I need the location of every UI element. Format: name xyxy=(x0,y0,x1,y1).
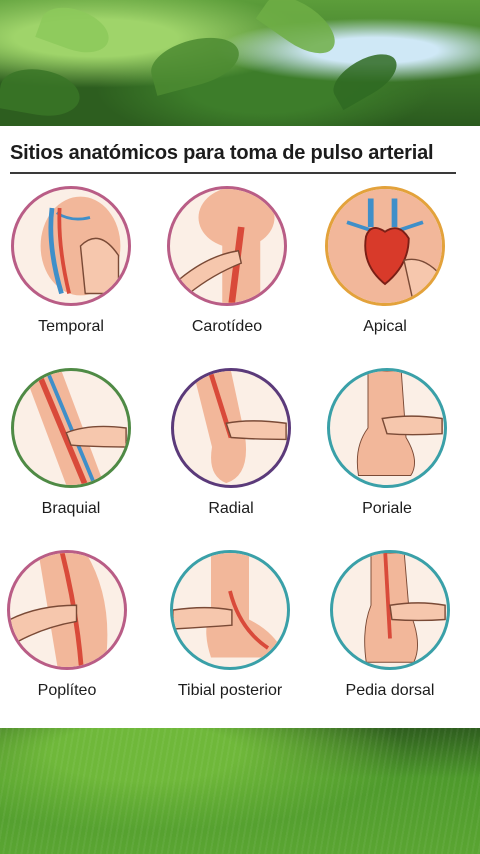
popliteal-pulse-icon xyxy=(7,550,127,670)
apical-pulse-icon xyxy=(325,186,445,306)
site-radial[interactable]: Radial xyxy=(156,368,306,518)
site-poriale[interactable]: Poriale xyxy=(312,368,462,518)
foliage-background-top xyxy=(0,0,480,126)
grass-background-bottom xyxy=(0,728,480,854)
radial-pulse-icon xyxy=(171,368,291,488)
site-tibial-posterior[interactable]: Tibial posterior xyxy=(155,550,305,700)
site-label: Braquial xyxy=(41,500,101,517)
tibial-posterior-pulse-icon xyxy=(170,550,290,670)
site-apical[interactable]: Apical xyxy=(310,186,460,336)
site-dorsalis-pedis[interactable]: Pedia dorsal xyxy=(315,550,465,700)
site-carotid[interactable]: Carotídeo xyxy=(152,186,302,336)
site-label: Radial xyxy=(208,500,254,517)
poriale-pulse-icon xyxy=(327,368,447,488)
site-label: Poriale xyxy=(362,500,412,517)
site-label: Tibial posterior xyxy=(177,682,283,699)
site-popliteal[interactable]: Poplíteo xyxy=(0,550,142,700)
temporal-pulse-icon xyxy=(11,186,131,306)
infographic-card: Sitios anatómicos para toma de pulso art… xyxy=(0,126,480,728)
carotid-pulse-icon xyxy=(167,186,287,306)
site-label: Poplíteo xyxy=(37,682,97,699)
site-label: Temporal xyxy=(38,318,104,335)
site-brachial[interactable]: Braquial xyxy=(0,368,146,518)
site-label: Pedia dorsal xyxy=(345,682,435,699)
title-divider xyxy=(10,172,456,174)
dorsalis-pedis-pulse-icon xyxy=(330,550,450,670)
brachial-pulse-icon xyxy=(11,368,131,488)
page-title: Sitios anatómicos para toma de pulso art… xyxy=(10,142,434,164)
site-label: Apical xyxy=(363,318,407,335)
site-label: Carotídeo xyxy=(191,318,263,335)
site-temporal[interactable]: Temporal xyxy=(0,186,146,336)
